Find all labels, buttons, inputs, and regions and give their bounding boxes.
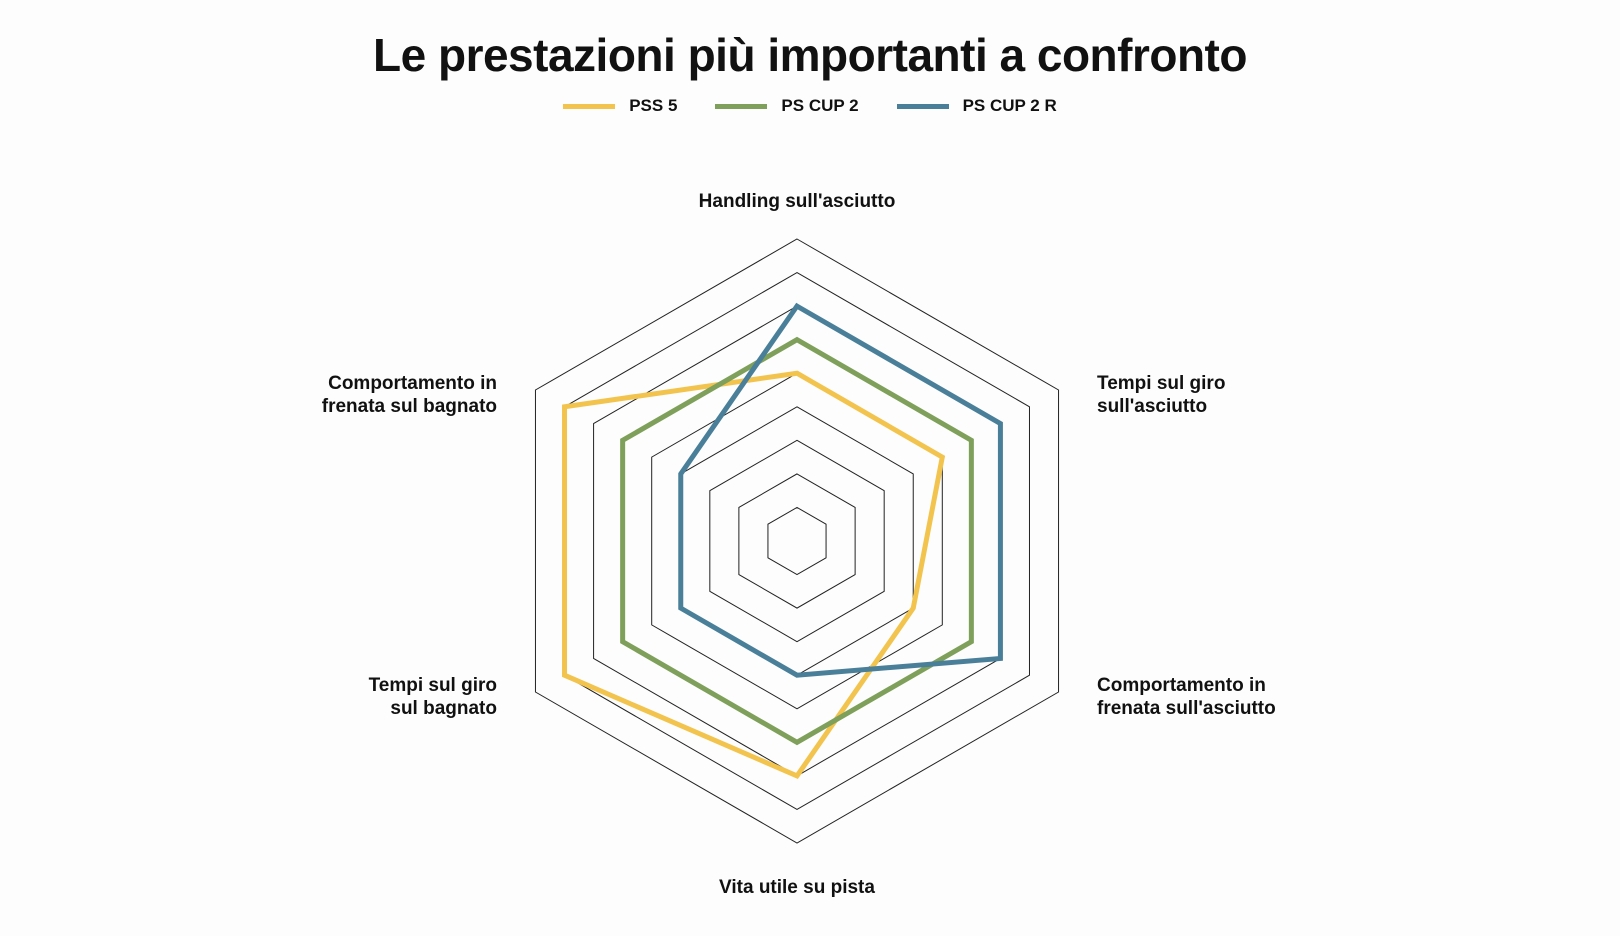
legend-label-pscup2r: PS CUP 2 R — [962, 96, 1057, 115]
grid-ring — [767, 506, 827, 576]
legend: PSS 5 PS CUP 2 PS CUP 2 R — [0, 96, 1620, 116]
grid-ring — [651, 372, 943, 710]
grid-ring — [534, 238, 1060, 844]
legend-label-pss5: PSS 5 — [629, 96, 678, 115]
legend-swatch-pscup2 — [715, 103, 768, 109]
axis-label-0: Handling sull'asciutto — [699, 191, 896, 212]
legend-swatch-pscup2r — [896, 103, 949, 109]
axis-label-3: Vita utile su pista — [719, 877, 875, 898]
series-line-ps-cup-2-r — [678, 302, 1003, 678]
grid-ring — [680, 406, 914, 676]
grid-ring — [622, 339, 972, 743]
legend-swatch-pss5 — [563, 103, 616, 109]
legend-item-pscup2: PS CUP 2 — [715, 96, 859, 116]
grid-ring — [564, 271, 1030, 811]
grid-ring — [738, 473, 856, 609]
legend-item-pscup2r: PS CUP 2 R — [896, 96, 1057, 116]
grid-ring — [709, 439, 885, 643]
grid-ring — [593, 305, 1001, 777]
series-line-ps-cup-2 — [620, 336, 974, 746]
legend-item-pss5: PSS 5 — [563, 96, 677, 116]
series-line-pss-5 — [562, 370, 946, 779]
chart-title: Le prestazioni più importanti a confront… — [373, 29, 1247, 81]
legend-label-pscup2: PS CUP 2 — [781, 96, 859, 115]
